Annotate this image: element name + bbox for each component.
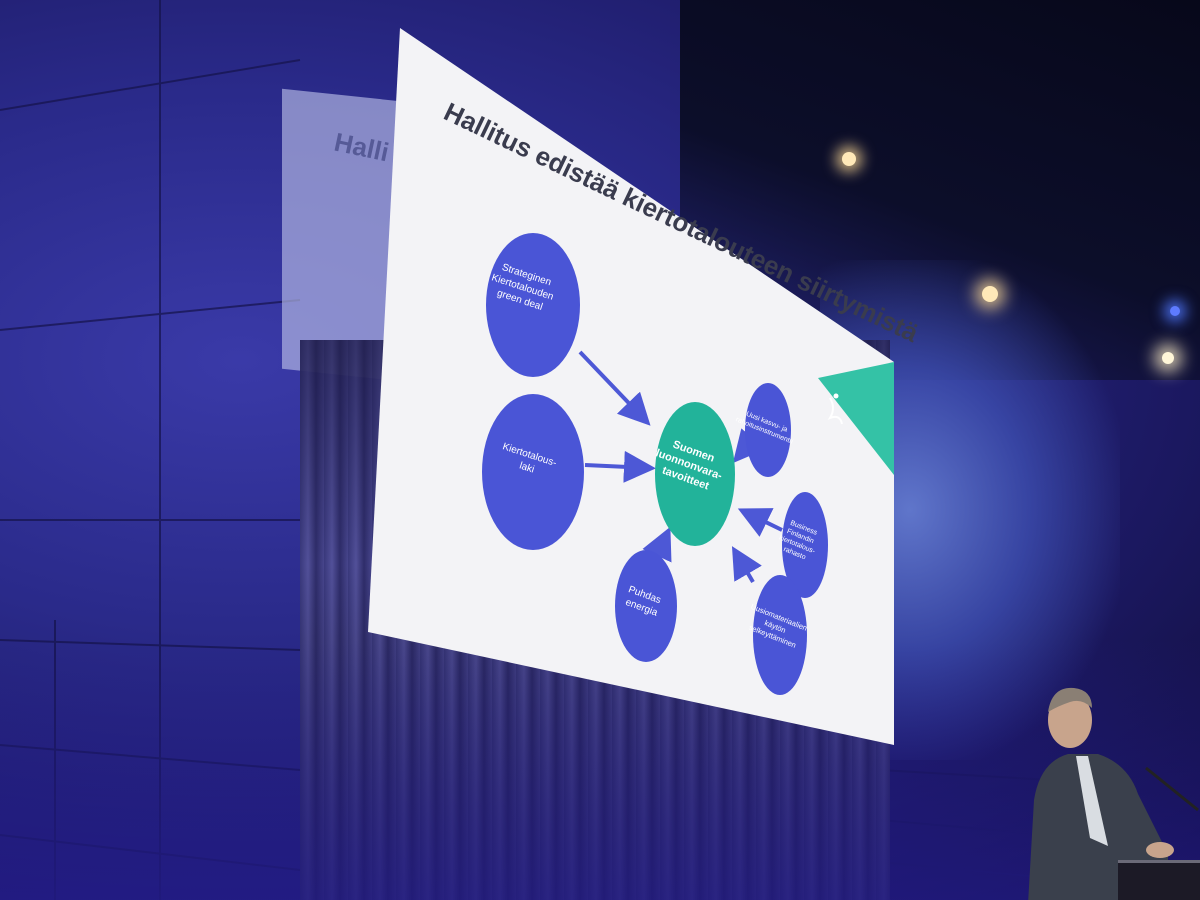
stage-light (842, 152, 856, 166)
node-clean-energy: Puhdas energia (615, 550, 677, 662)
speaker-shirt (1076, 756, 1108, 846)
slide-background (368, 28, 894, 745)
node-green-deal: Strateginen Kiertotalouden green deal (486, 233, 580, 377)
node-law: Kiertotalous- laki (482, 394, 584, 550)
node-recycled-materials: Uusiomateriaalien käytön selkeyttäminen (748, 575, 808, 695)
speaker-hair (1048, 687, 1092, 712)
government-logo-icon (827, 393, 843, 425)
stage-light (1162, 352, 1174, 364)
arrow (737, 508, 783, 537)
podium (1118, 860, 1200, 900)
stage-light (982, 286, 998, 302)
arrow (731, 546, 762, 584)
microphone (1145, 766, 1199, 812)
node-center-goals: Suomen luonnonvara- tavoitteet (654, 402, 735, 546)
floor-light (0, 640, 1200, 900)
node-label-line: laki (518, 460, 536, 475)
speaker-hand (1146, 842, 1174, 858)
arrow (578, 350, 651, 426)
blue-light (1170, 306, 1180, 316)
slide-accent-corner (818, 362, 894, 475)
arrow (584, 450, 656, 483)
node-business-finland: Business Finlandin kiertotalous- rahasto (778, 492, 828, 598)
